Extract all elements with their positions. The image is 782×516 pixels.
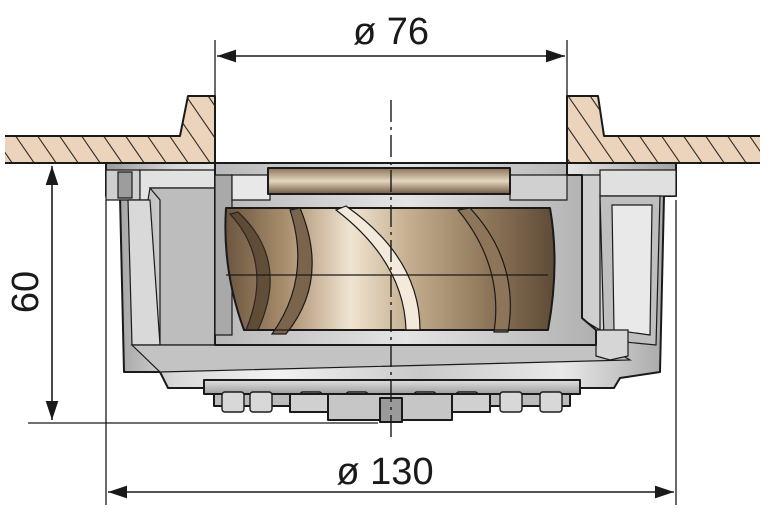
dimension-height: 60 bbox=[5, 162, 378, 424]
impeller-top-band bbox=[267, 167, 511, 195]
deck-section-right bbox=[566, 90, 782, 170]
top-diameter-label: ø 76 bbox=[353, 11, 429, 53]
bottom-diameter-label: ø 130 bbox=[336, 451, 433, 493]
grille-slot bbox=[221, 391, 245, 413]
grille-slot bbox=[249, 391, 273, 413]
bronze-impeller bbox=[224, 167, 556, 335]
base-grille bbox=[203, 379, 581, 423]
deck-section-left bbox=[5, 95, 216, 164]
dimension-top-diameter: ø 76 bbox=[214, 11, 568, 96]
deck-hatch-line bbox=[5, 96, 18, 163]
deck-hatch-line bbox=[567, 96, 620, 163]
grille-slot bbox=[499, 391, 523, 413]
grille-slot bbox=[539, 391, 563, 413]
deck-hatch-line bbox=[181, 96, 215, 163]
dimension-bottom-diameter: ø 130 bbox=[105, 200, 677, 505]
height-label: 60 bbox=[5, 271, 47, 313]
impeller-blade bbox=[456, 207, 511, 333]
impeller-blade bbox=[270, 207, 313, 335]
deck-hatch-line bbox=[203, 96, 215, 163]
deck-hatch-line bbox=[762, 90, 782, 170]
deck-hatch-line bbox=[567, 96, 598, 163]
